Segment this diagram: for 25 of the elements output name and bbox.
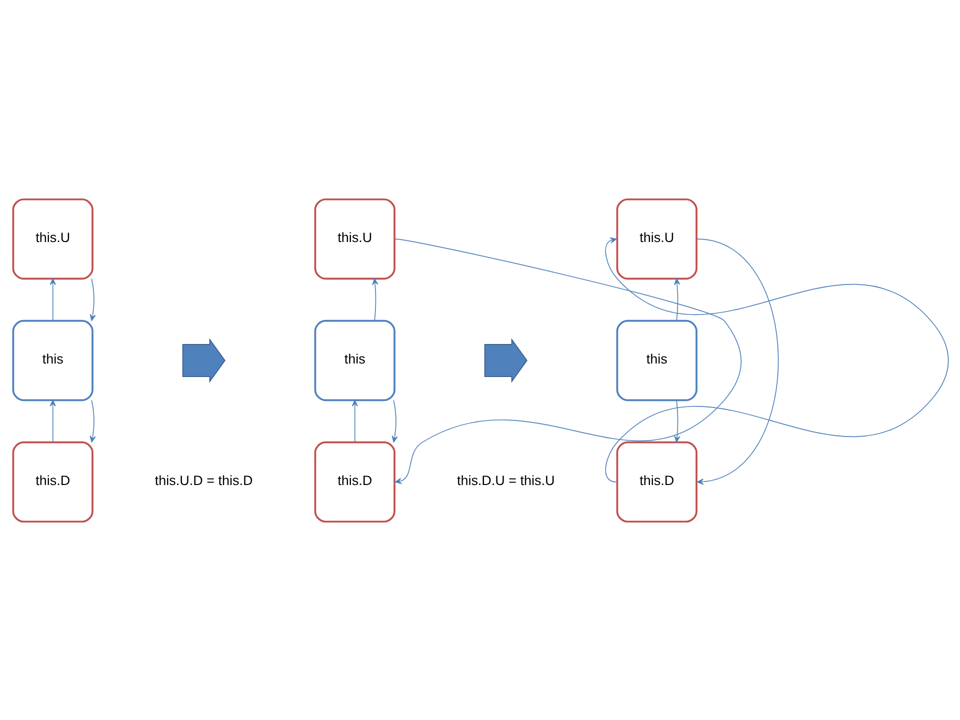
arrow — [90, 399, 96, 442]
node-box: this — [616, 319, 698, 401]
node-box: this.U — [616, 198, 698, 280]
node-box: this.U — [314, 198, 396, 280]
label: this.U.D = this.D — [154, 472, 253, 488]
node-arrow — [484, 338, 528, 382]
arrow — [50, 399, 56, 442]
node-arrow — [182, 338, 226, 382]
arrow — [605, 236, 949, 482]
arrow — [392, 399, 398, 442]
arrow — [372, 278, 378, 320]
node-box: this — [12, 319, 94, 401]
arrow — [674, 278, 680, 320]
node-box: this.D — [616, 440, 698, 522]
node-box: this.U — [12, 198, 94, 280]
arrow — [674, 399, 680, 442]
label: this.D.U = this.U — [456, 472, 555, 488]
node-box: this.D — [314, 440, 396, 522]
arrow — [50, 278, 56, 320]
arrow — [90, 278, 96, 320]
node-box: this — [314, 319, 396, 401]
arrow — [352, 399, 358, 442]
node-box: this.D — [12, 440, 94, 522]
arrow — [696, 238, 779, 484]
arrow — [394, 238, 742, 484]
